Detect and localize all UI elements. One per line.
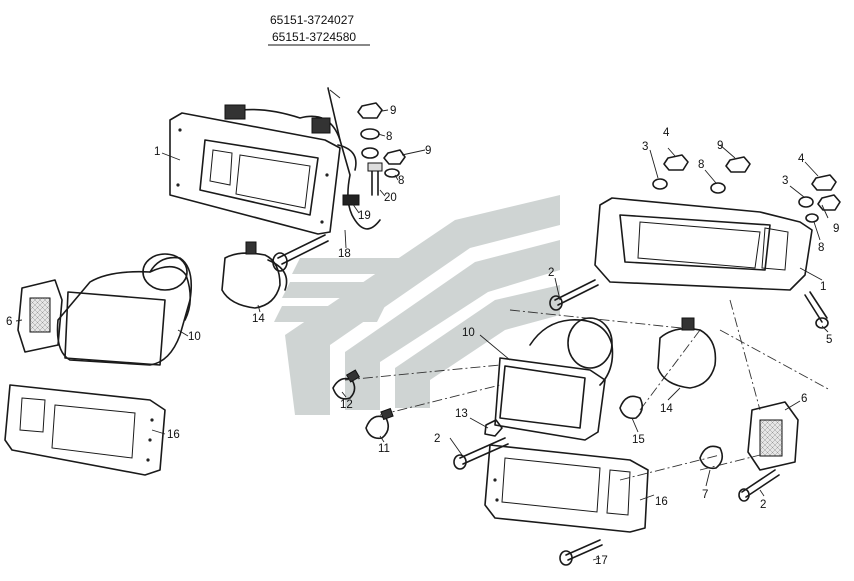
- callout-9-right-a: 9: [717, 140, 723, 152]
- callout-16-right: 16: [655, 496, 668, 508]
- callout-8-top: 8: [386, 131, 392, 143]
- screw-2-lower-right: [738, 469, 780, 502]
- nut-washer-stack-right: [652, 154, 841, 223]
- callout-9-mid: 9: [425, 145, 431, 157]
- bulb-7: [699, 445, 724, 470]
- callout-11: 11: [378, 443, 390, 455]
- callout-7: 7: [702, 489, 708, 501]
- callout-12: 12: [340, 399, 353, 411]
- leader-lines: [15, 89, 829, 561]
- callout-9-top: 9: [390, 105, 396, 117]
- bolt-2-right: [549, 279, 599, 311]
- callout-3-right-a: 3: [642, 141, 648, 153]
- part-number-2: 65151-3724580: [272, 30, 356, 44]
- callout-6-right: 6: [801, 393, 807, 405]
- callout-14-left: 14: [252, 313, 265, 325]
- bulb-11: [365, 407, 394, 440]
- callout-8-right-b: 8: [818, 242, 824, 254]
- callout-5: 5: [826, 334, 832, 346]
- bolt-5: [804, 291, 829, 329]
- callout-2-lower-right: 2: [760, 499, 766, 511]
- callout-4-right-b: 4: [798, 153, 805, 165]
- callout-2-right: 2: [548, 267, 554, 279]
- headlamp-10-right: [494, 317, 614, 441]
- bulb-12: [332, 369, 361, 400]
- bulb-15: [619, 395, 644, 420]
- headlamp-10-left: [56, 253, 193, 366]
- callout-8-mid: 8: [398, 175, 404, 187]
- bolt-17: [559, 539, 603, 566]
- callout-1-right: 1: [820, 281, 826, 293]
- callout-9-right-b: 9: [833, 223, 839, 235]
- callout-10-right: 10: [462, 327, 475, 339]
- connector-6-right: [747, 401, 799, 471]
- title-block: 65151-3724027 65151-3724580: [268, 13, 370, 46]
- callout-8-right-a: 8: [698, 159, 704, 171]
- callout-10-left: 10: [188, 331, 201, 343]
- callout-20: 20: [384, 192, 397, 204]
- nut-washer-stack-left: [357, 102, 406, 196]
- callout-6-left: 6: [6, 316, 12, 328]
- gasket-frame-16-left: [4, 384, 166, 476]
- callout-18: 18: [338, 248, 351, 260]
- callout-19: 19: [358, 210, 371, 222]
- callout-13: 13: [455, 408, 468, 420]
- gasket-frame-16-right: [484, 444, 649, 533]
- screw-13: [484, 419, 503, 437]
- bracket-clip-19: [342, 194, 360, 206]
- callout-1-left: 1: [154, 146, 160, 158]
- side-lamp-14-left: [221, 241, 288, 309]
- watermark-logo: [274, 195, 560, 415]
- housing-frame-right: [594, 197, 813, 291]
- side-lamp-14-right: [657, 317, 717, 389]
- wiring-harness: [224, 87, 381, 230]
- callout-3-right-b: 3: [782, 175, 788, 187]
- callout-16-left: 16: [167, 429, 180, 441]
- part-number-1: 65151-3724027: [270, 13, 354, 27]
- bolt-2-center: [453, 437, 509, 470]
- callout-labels: 1 9 8 9 8 20 19 18 14 6 10 16 12 11 13 2…: [6, 105, 839, 567]
- callout-2-center: 2: [434, 433, 440, 445]
- callout-14-right: 14: [660, 403, 673, 415]
- callout-17: 17: [595, 555, 608, 567]
- dashed-assembly-lines: [344, 299, 831, 481]
- callout-15: 15: [632, 434, 645, 446]
- callout-4-right-a: 4: [663, 127, 670, 139]
- connector-6-left: [17, 279, 63, 353]
- housing-frame-left: [169, 112, 341, 235]
